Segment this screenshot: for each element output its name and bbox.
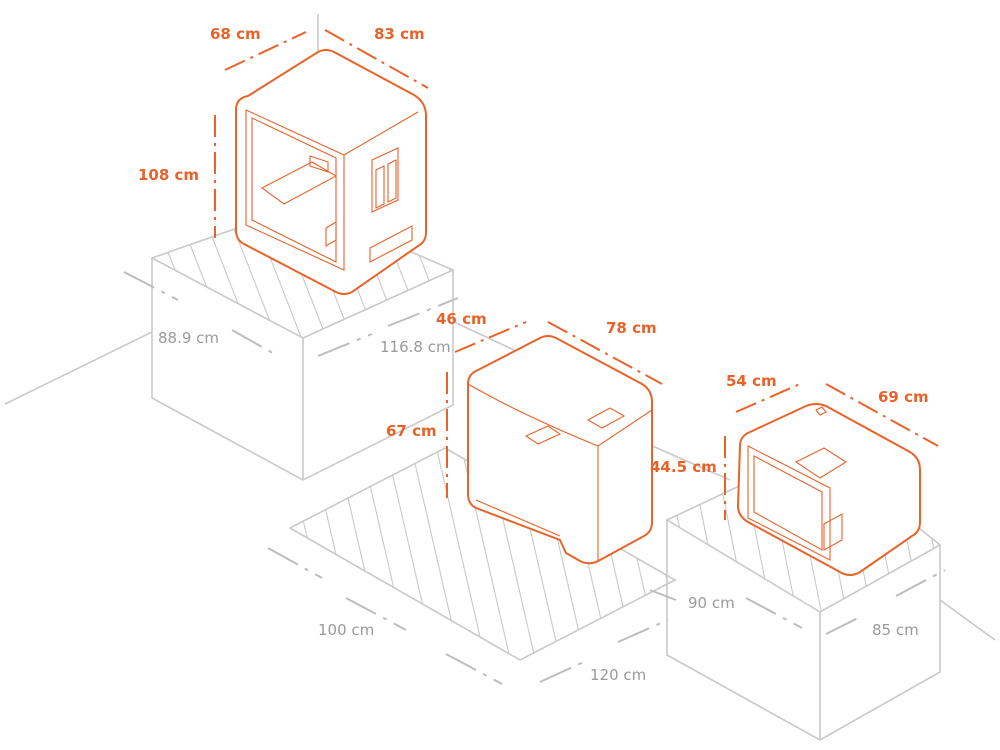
labels: 68 cm 83 cm 108 cm 46 cm 78 cm 67 cm 54 … xyxy=(138,25,929,684)
printer-large xyxy=(235,49,427,295)
dimension-lines-gray xyxy=(123,271,946,685)
small-width-label: 69 cm xyxy=(878,388,929,406)
printer-small xyxy=(736,403,921,576)
table-left-depth-label: 88.9 cm xyxy=(158,329,219,347)
dimension-lines-orange xyxy=(214,29,939,520)
large-depth-label: 68 cm xyxy=(210,25,261,43)
table-left-width-label: 116.8 cm xyxy=(380,338,451,356)
medium-depth-label: 46 cm xyxy=(436,310,487,328)
large-height-label: 108 cm xyxy=(138,166,199,184)
floor-depth-label: 100 cm xyxy=(318,621,374,639)
medium-width-label: 78 cm xyxy=(606,319,657,337)
small-depth-label: 54 cm xyxy=(726,372,777,390)
table-right-width-label: 85 cm xyxy=(872,621,919,639)
table-right-depth-label: 90 cm xyxy=(688,594,735,612)
printer-medium xyxy=(467,335,653,565)
large-width-label: 83 cm xyxy=(374,25,425,43)
small-height-label: 44.5 cm xyxy=(650,458,717,476)
floor-width-label: 120 cm xyxy=(590,666,646,684)
medium-height-label: 67 cm xyxy=(386,422,437,440)
